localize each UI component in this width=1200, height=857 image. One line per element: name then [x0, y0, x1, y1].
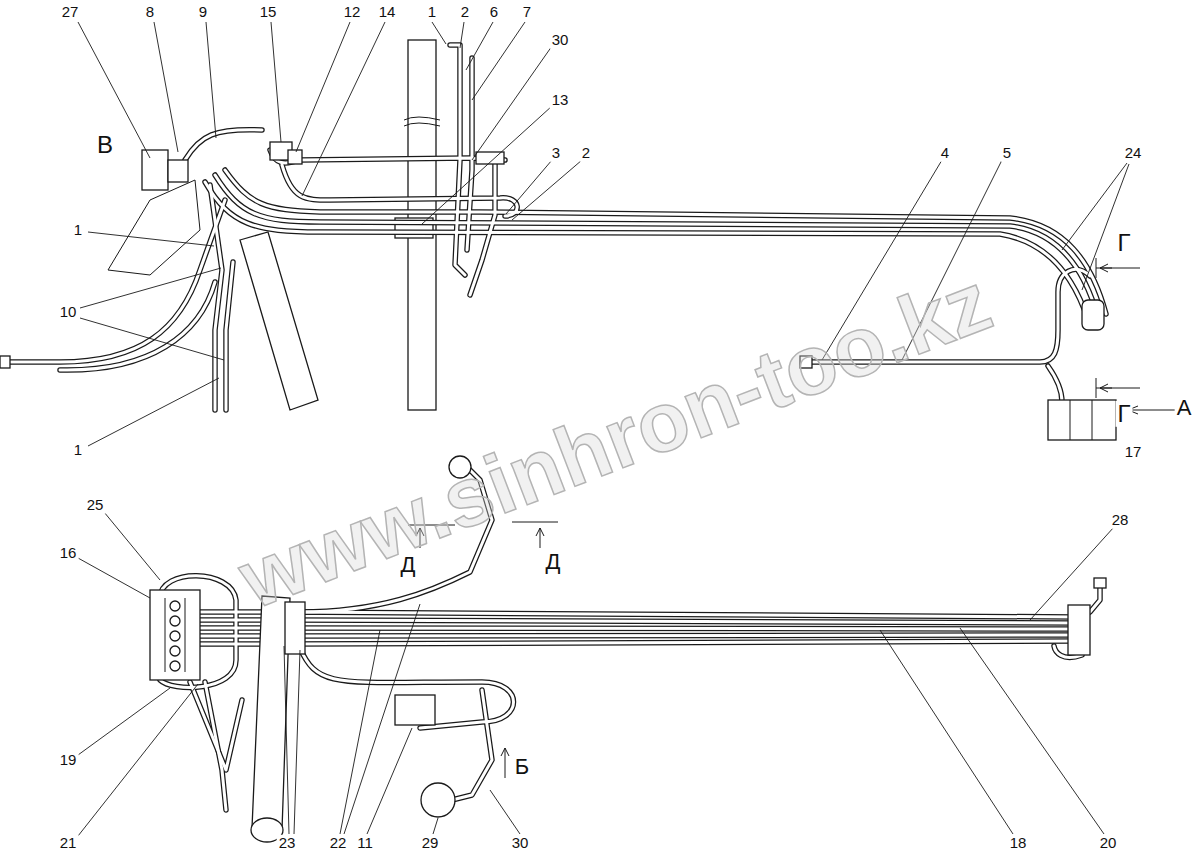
callout-number: 22: [328, 835, 349, 852]
callout-number: 17: [1123, 444, 1144, 461]
callout-number: 13: [550, 92, 571, 109]
callout-number: 24: [1123, 145, 1144, 162]
callout-number: 29: [420, 835, 441, 852]
callout-number: 10: [58, 304, 79, 321]
callout-number: 25: [85, 497, 106, 514]
callout-number: 30: [550, 32, 571, 49]
callout-number: 1: [426, 4, 438, 21]
callout-number: 4: [939, 145, 951, 162]
callout-number: 7: [521, 4, 533, 21]
callout-number: 5: [1001, 145, 1013, 162]
callout-number: Г: [1116, 401, 1133, 427]
callout-number: 2: [580, 145, 592, 162]
callout-number: 1: [72, 442, 84, 459]
callout-number: Б: [513, 755, 531, 779]
callout-number: 23: [277, 835, 298, 852]
callout-number: 28: [1110, 512, 1131, 529]
callout-number: 3: [550, 145, 562, 162]
callout-number: 18: [1008, 835, 1029, 852]
callout-number: А: [1175, 396, 1194, 420]
callout-number: 15: [258, 4, 279, 21]
callout-number: 6: [488, 4, 500, 21]
watermark: www.sinhron-too.kz: [229, 258, 1001, 621]
callout-number: Г: [1116, 230, 1133, 256]
callout-number: 1: [72, 222, 84, 239]
callout-number: 12: [342, 4, 363, 21]
callout-number: В: [95, 132, 115, 158]
callout-number: 21: [58, 835, 79, 852]
callout-number: 11: [355, 835, 375, 852]
callout-number: 30: [510, 835, 531, 852]
callout-number: 20: [1098, 835, 1119, 852]
callout-number: 14: [377, 4, 398, 21]
callout-number: 27: [60, 4, 81, 21]
callout-number: 16: [58, 545, 79, 562]
callout-number: Д: [544, 550, 563, 574]
callout-number: 19: [58, 752, 79, 769]
callout-number: 8: [144, 4, 156, 21]
callout-number: 9: [197, 4, 209, 21]
callout-number: 2: [459, 4, 471, 21]
